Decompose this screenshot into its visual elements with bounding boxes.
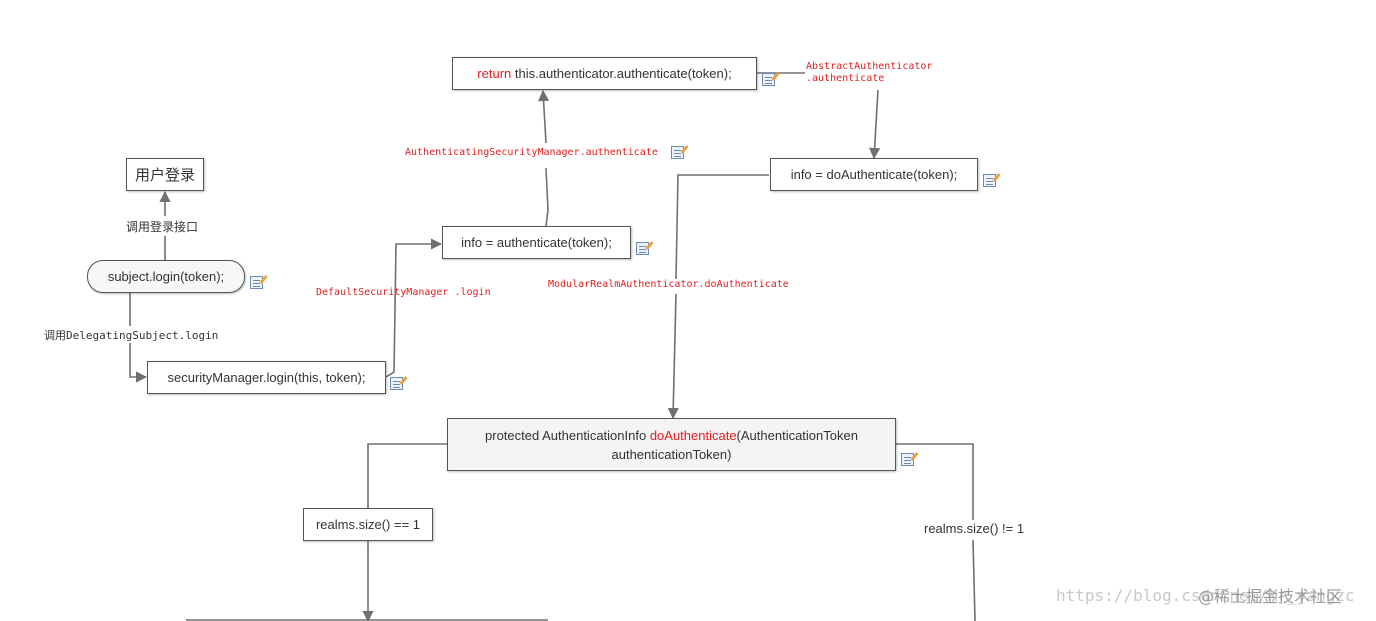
protected-method-text: doAuthenticate	[649, 427, 737, 443]
edge-protected-to-realms-ne	[896, 443, 974, 520]
note-edit-icon[interactable]	[901, 453, 914, 466]
realms-eq-one-text: realms.size() == 1	[315, 517, 421, 532]
security-manager-login-text: securityManager.login(this, token);	[167, 370, 366, 385]
edge-doauthenticate-to-modular-label	[675, 174, 769, 281]
protected-line2-text: authenticationToken)	[611, 446, 732, 462]
note-edit-icon[interactable]	[636, 242, 649, 255]
protected-do-authenticate-node: protected AuthenticationInfo doAuthentic…	[447, 418, 896, 471]
note-edit-icon[interactable]	[390, 377, 403, 390]
authenticating-security-manager-label: AuthenticatingSecurityManager.authentica…	[405, 147, 658, 158]
realms-eq-one-node: realms.size() == 1	[303, 508, 433, 541]
note-edit-icon[interactable]	[250, 276, 263, 289]
note-edit-icon[interactable]	[762, 73, 775, 86]
user-login-node: 用户登录	[126, 158, 204, 191]
info-authenticate-text: info = authenticate(token);	[461, 235, 612, 250]
abstract-authenticator-line2: .authenticate	[806, 73, 885, 84]
edge-modular-label-to-protected	[667, 293, 679, 420]
protected-prefix-text: protected AuthenticationInfo	[485, 427, 650, 443]
edge-label-to-return	[537, 89, 550, 144]
default-security-manager-label: DefaultSecurityManager .login	[316, 287, 491, 298]
edge-label-to-securitymanager	[129, 343, 148, 383]
edge-authenticate-to-return	[545, 167, 549, 227]
subject-login-node: subject.login(token);	[87, 260, 245, 293]
return-authenticate-node: return this.authenticator.authenticate(t…	[452, 57, 757, 90]
watermark-site: @稀土掘金技术社区	[1198, 587, 1343, 606]
security-manager-login-node: securityManager.login(this, token);	[147, 361, 386, 394]
info-authenticate-node: info = authenticate(token);	[442, 226, 631, 259]
edge-securitymanager-to-authenticate	[385, 238, 443, 378]
call-delegating-subject-label: 调用DelegatingSubject.login	[44, 327, 219, 343]
user-login-text: 用户登录	[134, 167, 195, 184]
return-keyword: return	[477, 66, 512, 81]
modular-realm-authenticator-label: ModularRealmAuthenticator.doAuthenticate	[548, 279, 789, 290]
call-login-interface-label: 调用登录接口	[126, 218, 199, 235]
edge-realms-ne-down	[972, 539, 976, 621]
abstract-authenticator-line1: AbstractAuthenticator	[806, 61, 933, 72]
info-do-authenticate-node: info = doAuthenticate(token);	[770, 158, 978, 191]
protected-suffix-text: (AuthenticationToken	[736, 427, 858, 443]
return-rest-text: this.authenticator.authenticate(token);	[511, 66, 732, 81]
note-edit-icon[interactable]	[983, 174, 996, 187]
abstract-authenticator-label: AbstractAuthenticator .authenticate	[806, 61, 932, 85]
edge-protected-to-realms-eq	[367, 443, 447, 508]
realms-ne-one-label: realms.size() != 1	[922, 521, 1027, 536]
info-do-authenticate-text: info = doAuthenticate(token);	[790, 167, 958, 182]
edge-abstract-to-doauthenticate	[869, 89, 881, 160]
subject-login-text: subject.login(token);	[107, 269, 225, 284]
note-edit-icon[interactable]	[671, 146, 684, 159]
watermark-url: https://blog.csdn.net/Mr_yangzc	[1056, 586, 1355, 605]
